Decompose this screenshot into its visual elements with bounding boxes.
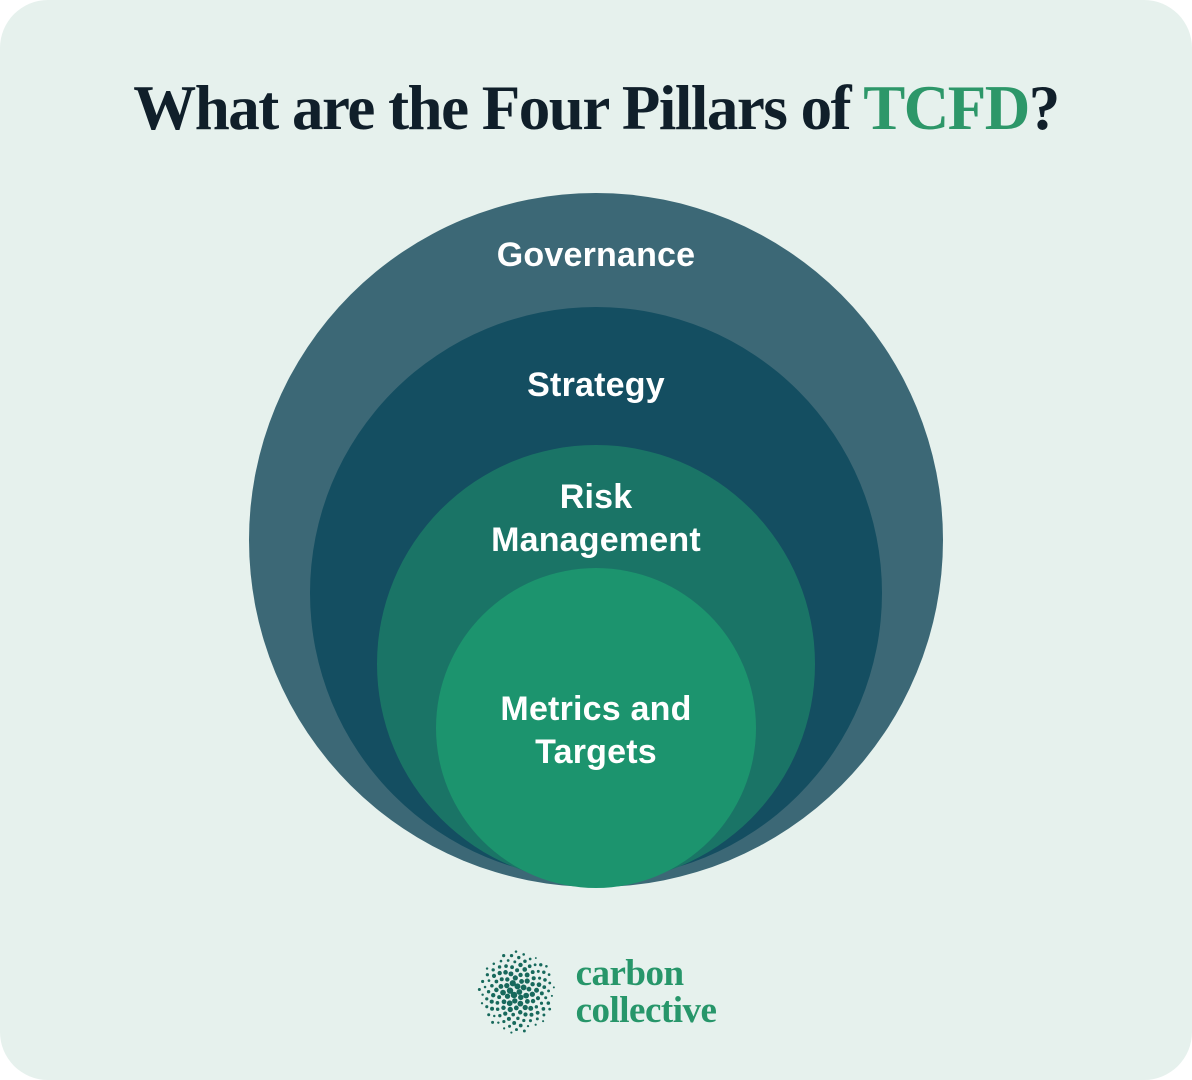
title-text-before: What are the Four Pillars of xyxy=(133,73,864,143)
title-text-after: ? xyxy=(1028,73,1061,143)
brand-footer: carbon collective xyxy=(0,948,1192,1036)
page-title: What are the Four Pillars of TCFD? xyxy=(0,72,1192,145)
brand-name: carbon collective xyxy=(576,955,717,1029)
dotted-sphere-icon xyxy=(476,948,558,1036)
label-governance: Governance xyxy=(496,236,696,274)
title-highlight: TCFD xyxy=(863,73,1030,143)
circle-metrics-targets xyxy=(436,568,756,888)
label-strategy: Strategy xyxy=(527,366,665,404)
label-risk-management: Risk Management xyxy=(491,478,701,559)
label-metrics-targets: Metrics and Targets xyxy=(500,690,692,771)
brand-line1: carbon xyxy=(575,953,684,994)
brand-line2: collective xyxy=(575,990,717,1031)
